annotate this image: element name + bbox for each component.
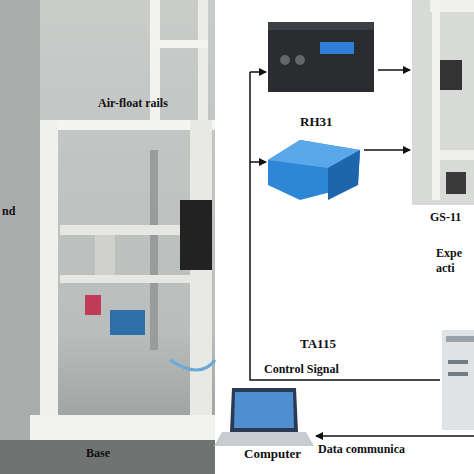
device-label: Computer — [244, 446, 301, 462]
signal-label: Data communica — [318, 442, 405, 457]
device-node: RH31 — [264, 18, 378, 132]
device-label: Expe acti — [436, 246, 472, 276]
device-node: Computer — [210, 386, 314, 472]
part-label: nd — [2, 204, 15, 219]
device-label: TA115 — [300, 336, 336, 352]
signal-label: Control Signal — [264, 362, 339, 377]
device-node: TA115 — [264, 134, 364, 354]
part-label: Base — [86, 446, 110, 461]
signal-arrow — [378, 69, 410, 71]
device-node: GS-11Expe acti — [410, 0, 474, 282]
device-label: RH31 — [300, 114, 333, 130]
part-label: Air-float rails — [98, 96, 168, 111]
signal-arrow — [364, 149, 410, 151]
device-label: GS-11 — [430, 210, 466, 225]
